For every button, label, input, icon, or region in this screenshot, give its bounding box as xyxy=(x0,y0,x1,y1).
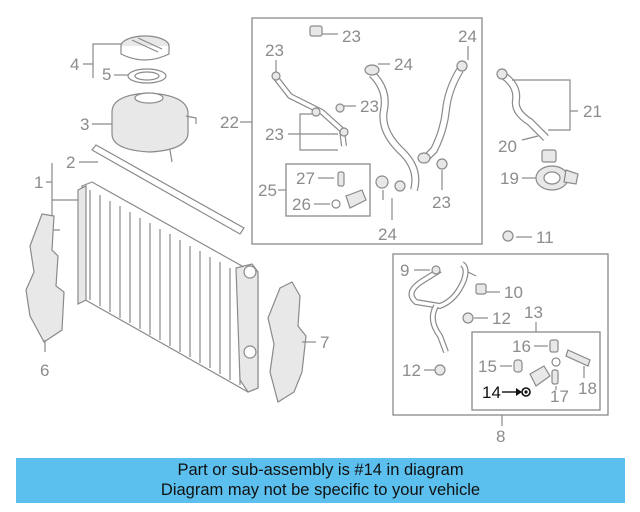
air-deflector-left[interactable] xyxy=(25,213,65,343)
callout-10: 10 xyxy=(504,283,523,302)
air-deflector-right[interactable] xyxy=(267,281,307,403)
callout-3: 3 xyxy=(80,115,89,134)
hose-upper[interactable] xyxy=(309,25,340,109)
callout-12-top: 12 xyxy=(492,309,511,328)
pin-17[interactable] xyxy=(551,369,559,385)
water-pump-19[interactable] xyxy=(535,149,579,191)
callout-23-top: 23 xyxy=(342,27,361,46)
sensor-27[interactable] xyxy=(337,171,345,187)
box-13 xyxy=(471,331,601,411)
hose-lower-main[interactable] xyxy=(364,64,420,192)
hose-assembly-8[interactable] xyxy=(408,261,477,354)
callout-18: 18 xyxy=(578,379,597,398)
callout-25: 25 xyxy=(258,181,277,200)
radiator-seal-strip[interactable] xyxy=(91,144,245,235)
callout-14: 14 xyxy=(482,383,501,402)
clamp-11[interactable] xyxy=(502,230,514,242)
callout-4: 4 xyxy=(70,55,79,74)
clamp-12-top[interactable] xyxy=(462,312,474,324)
callout-23-bottom: 23 xyxy=(432,193,451,212)
callout-1: 1 xyxy=(34,173,43,192)
callout-27: 27 xyxy=(296,169,315,188)
callout-24-top: 24 xyxy=(394,55,413,74)
hose-bleed[interactable] xyxy=(271,71,349,147)
callout-13: 13 xyxy=(524,303,543,322)
clamp-23[interactable] xyxy=(436,158,448,170)
parts-diagram: 4 5 3 2 1 6 7 22 xyxy=(25,17,609,446)
callout-23-mid: 23 xyxy=(360,97,379,116)
cap-seal[interactable] xyxy=(127,68,167,84)
clip-9[interactable] xyxy=(431,265,441,275)
callout-19: 19 xyxy=(500,169,519,188)
callout-8: 8 xyxy=(496,427,505,446)
callout-5: 5 xyxy=(102,65,111,84)
callout-24-bottom: 24 xyxy=(378,225,397,244)
callout-16: 16 xyxy=(512,337,531,356)
clamp-10[interactable] xyxy=(475,283,487,295)
callout-2: 2 xyxy=(66,153,75,172)
o-ring-14[interactable] xyxy=(521,387,531,397)
radiator[interactable] xyxy=(77,181,259,393)
clip-18[interactable] xyxy=(565,349,591,367)
clamp-12-bottom[interactable] xyxy=(434,364,446,376)
callout-9: 9 xyxy=(400,261,409,280)
sensor-16[interactable] xyxy=(549,339,559,353)
callout-6: 6 xyxy=(40,361,49,380)
seal-26[interactable] xyxy=(331,189,367,209)
ring-17[interactable] xyxy=(551,357,561,367)
callout-15: 15 xyxy=(478,357,497,376)
callout-24-right: 24 xyxy=(458,27,477,46)
callout-17: 17 xyxy=(550,387,569,406)
clamp-24[interactable] xyxy=(375,175,389,189)
callout-22: 22 xyxy=(220,113,239,132)
callout-23-left: 23 xyxy=(265,41,284,60)
banner-line-1: Part or sub-assembly is #14 in diagram xyxy=(177,461,464,479)
callout-11: 11 xyxy=(536,228,554,247)
hose-21[interactable] xyxy=(496,68,549,141)
callout-20: 20 xyxy=(498,137,517,156)
hose-return[interactable] xyxy=(417,60,468,164)
banner-line-2: Diagram may not be specific to your vehi… xyxy=(160,481,481,499)
clamp-24b[interactable] xyxy=(394,180,406,192)
part-15[interactable] xyxy=(513,359,523,373)
callout-7: 7 xyxy=(320,333,329,352)
box-8 xyxy=(392,253,609,416)
callout-21: 21 xyxy=(583,102,602,121)
callout-26: 26 xyxy=(292,195,311,214)
callout-23-group: 23 xyxy=(265,125,284,144)
info-banner: Part or sub-assembly is #14 in diagram D… xyxy=(16,458,625,503)
connector-15[interactable] xyxy=(529,365,551,387)
box-22 xyxy=(251,17,483,245)
reservoir-cap[interactable] xyxy=(120,35,170,61)
callout-12-bottom: 12 xyxy=(402,361,421,380)
expansion-reservoir[interactable] xyxy=(111,92,197,163)
